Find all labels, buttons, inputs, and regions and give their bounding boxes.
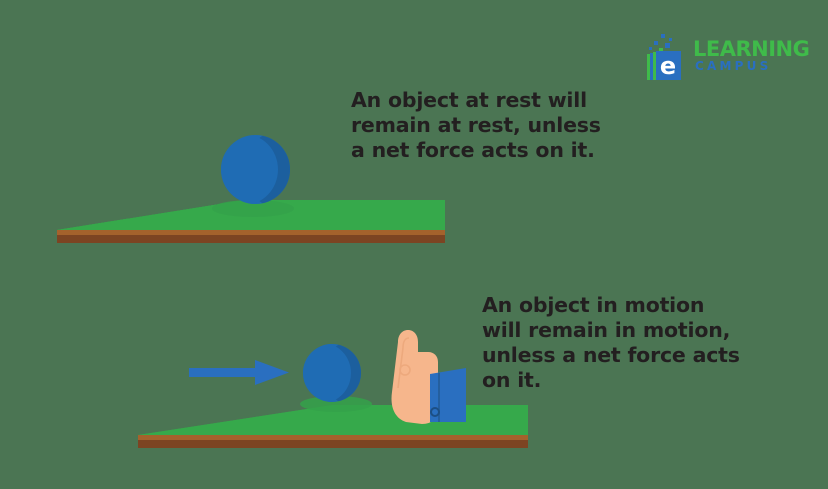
svg-text:e: e xyxy=(660,52,676,80)
force-arrow-icon xyxy=(189,358,289,388)
caption-object-in-motion: An object in motion will remain in motio… xyxy=(482,293,740,392)
elearning-campus-logo[interactable]: e LEARNING CAMPUS xyxy=(645,30,810,86)
platform-motion-edge-light xyxy=(138,435,528,440)
platform-rest-edge-dark xyxy=(57,235,445,243)
ball-motion xyxy=(303,344,361,402)
ball-rest xyxy=(221,135,290,204)
ball-motion-core xyxy=(303,344,351,402)
platform-rest-edge-light xyxy=(57,230,445,235)
logo-wordmark: LEARNING CAMPUS xyxy=(693,38,810,80)
logo-mark-icon: e xyxy=(645,32,691,84)
blocking-hand xyxy=(382,326,472,430)
ball-shadow-rest xyxy=(212,200,294,217)
caption-object-at-rest: An object at rest will remain at rest, u… xyxy=(351,88,601,162)
scene-object-at-rest: An object at rest will remain at rest, u… xyxy=(0,0,601,260)
platform-motion-edge-dark xyxy=(138,440,528,448)
logo-line-learning: LEARNING xyxy=(693,37,810,61)
logo-line-campus: CAMPUS xyxy=(695,59,772,73)
ball-rest-core xyxy=(221,135,278,204)
